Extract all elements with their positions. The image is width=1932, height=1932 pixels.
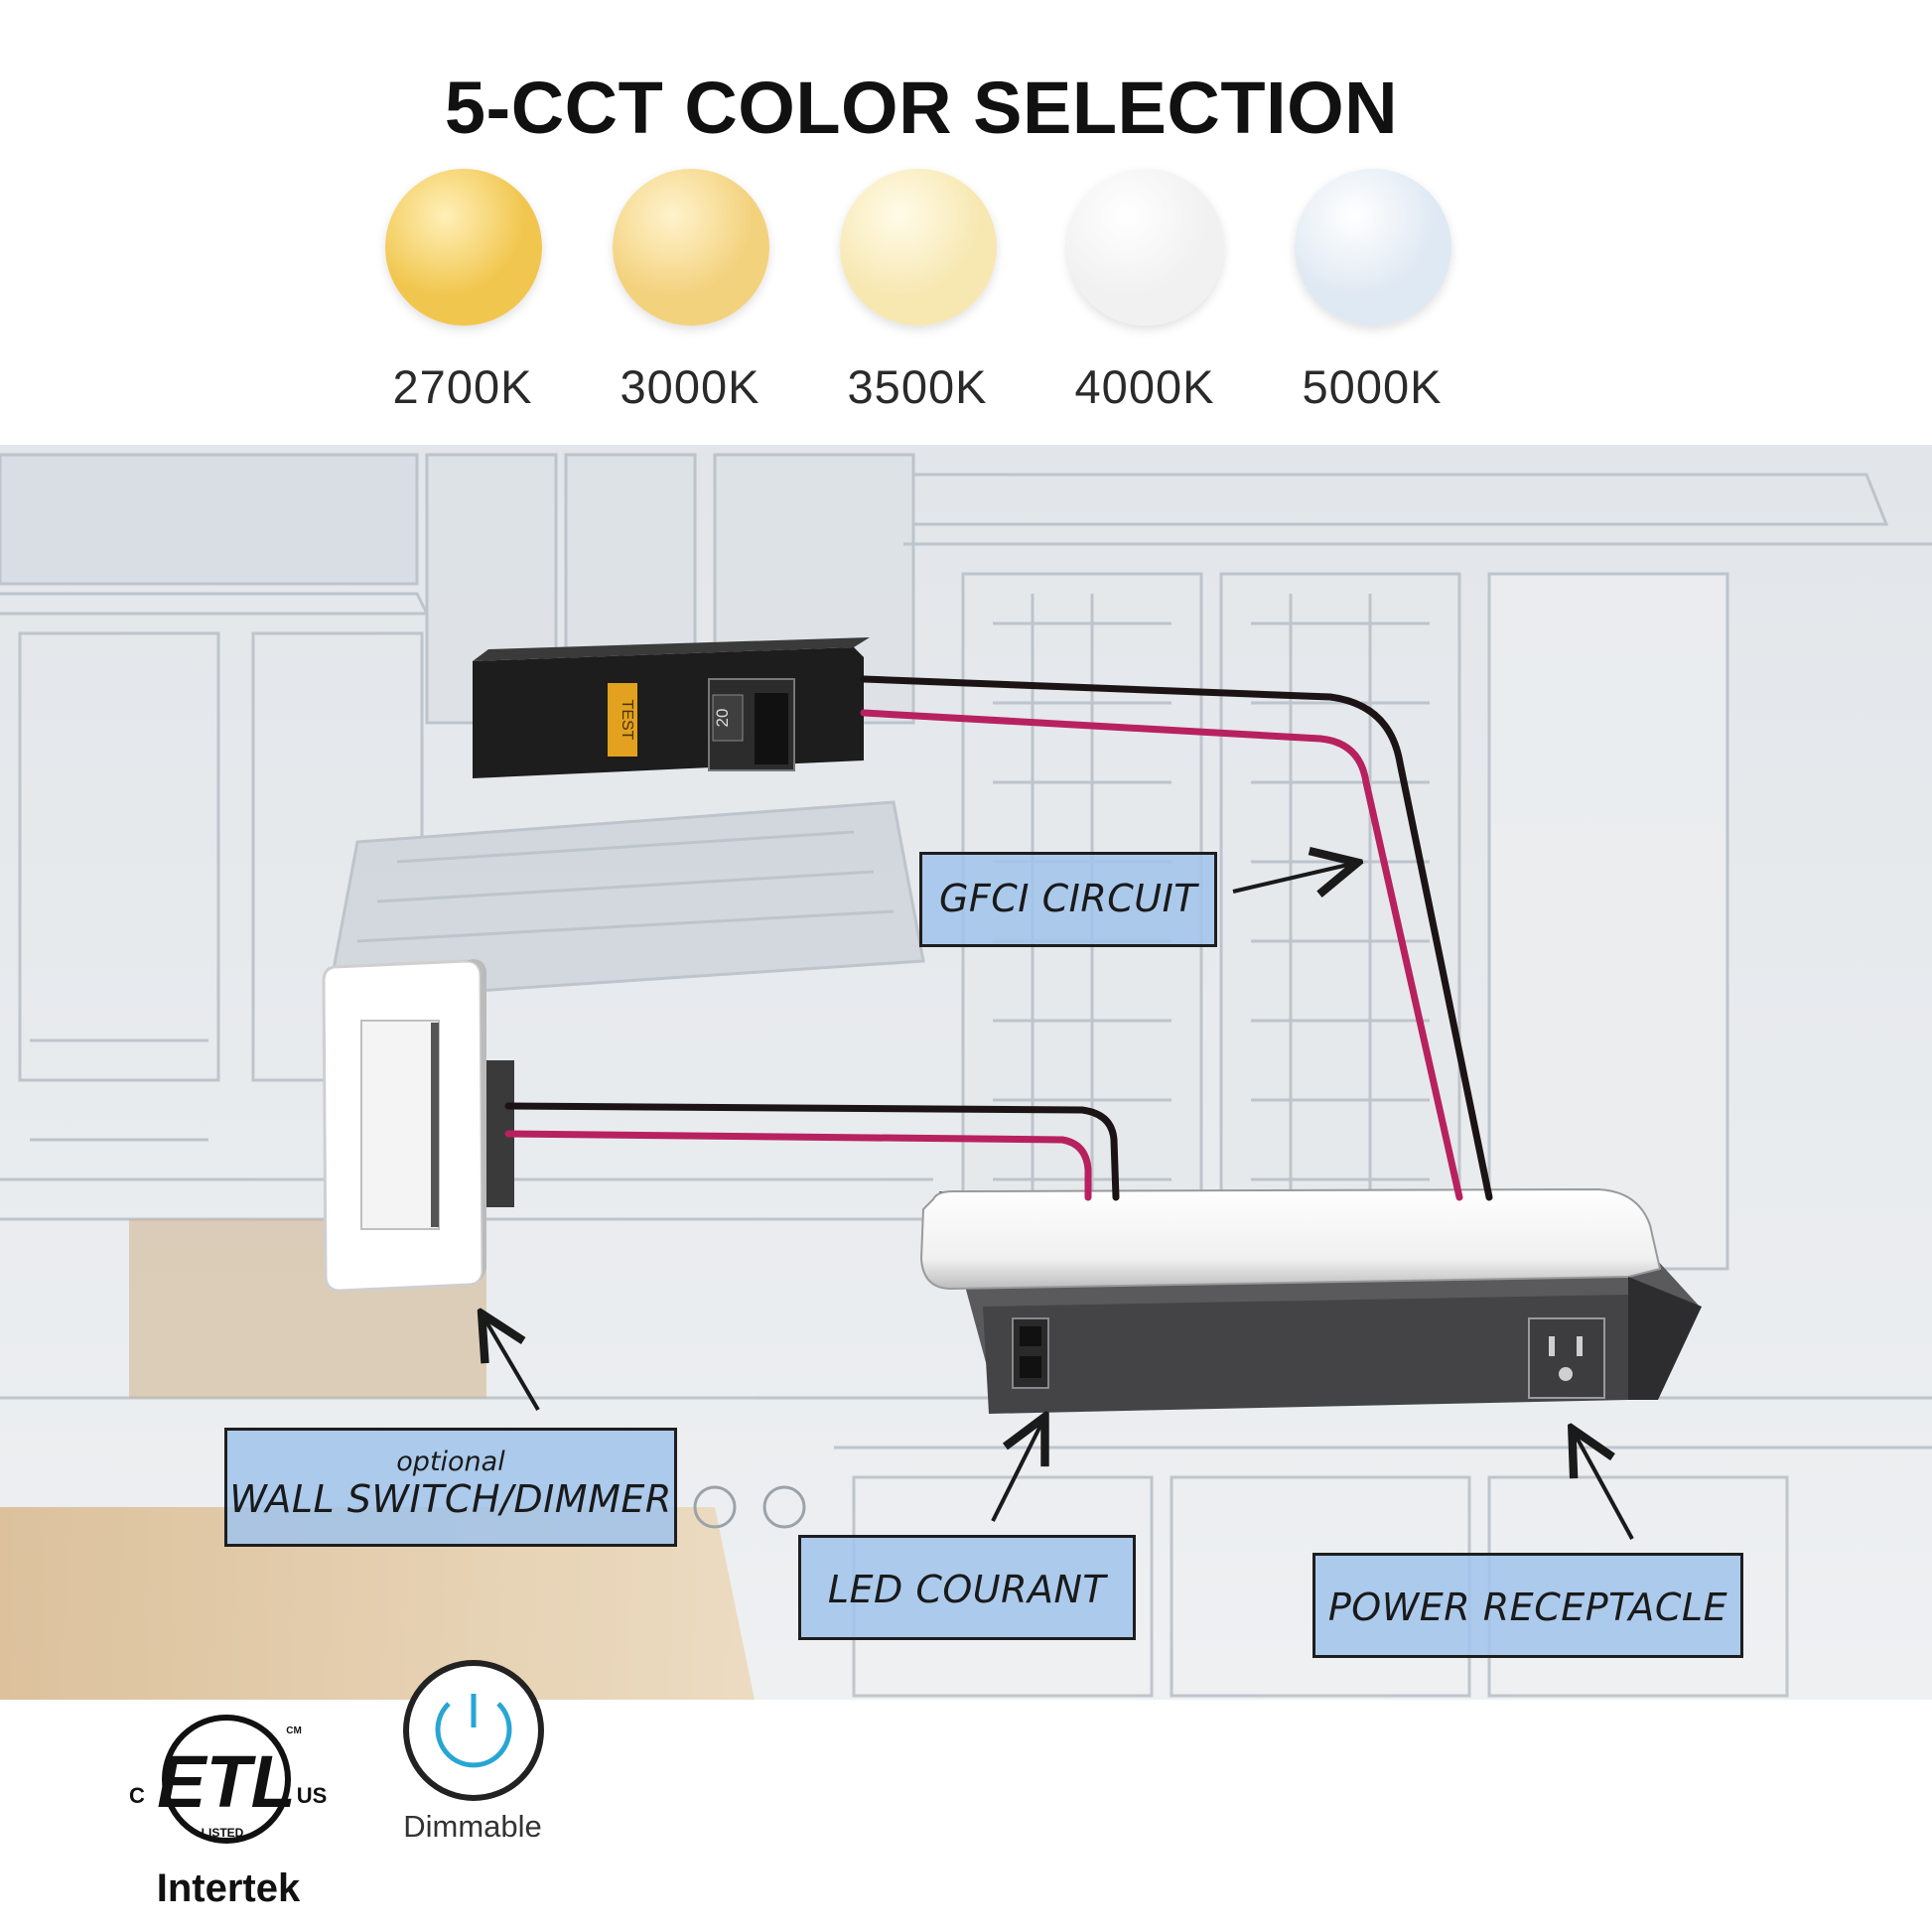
wiring-diagram: TEST 20 [0,445,1932,1700]
cct-label: 4000K [1074,360,1215,413]
led-arrow-icon [991,1422,1042,1522]
power-receptacle-outlet[interactable] [1528,1317,1605,1399]
etl-cm: CM [286,1725,302,1736]
breaker-switch[interactable] [755,693,788,764]
wall-switch[interactable] [322,959,514,1293]
power-receptacle-label: POWER RECEPTACLE [1327,1586,1728,1629]
certification-badges [0,1700,1932,1932]
rating-label: 20 [713,709,732,728]
wall-switch-callout: optional WALL SWITCH/DIMMER [224,1428,677,1547]
gfci-circuit-label: GFCI CIRCUIT [938,877,1198,920]
gfci-circuit-callout: GFCI CIRCUIT [919,852,1217,947]
etl-c: C [129,1783,145,1808]
receptacle-arrow-icon [1575,1434,1634,1540]
etl-listed: LISTED [202,1826,244,1840]
wall-switch-label: WALL SWITCH/DIMMER [229,1477,672,1521]
cct-swatch-icon [385,169,542,326]
countertop [0,1507,755,1700]
test-button[interactable] [608,683,637,757]
cct-label: 2700K [392,360,533,413]
optional-label: optional [396,1447,505,1477]
dimmable-icon [403,1660,544,1801]
etl-listed-logo: ETL LISTED CM C US [129,1715,328,1844]
cct-swatch-icon [613,169,769,326]
gfci-wires [860,675,1493,1201]
cct-label: 5000K [1302,360,1443,413]
gfci-arrow-icon [1232,864,1352,892]
callout-arrows [484,864,1634,1540]
dimmable-label: Dimmable [403,1809,542,1844]
cct-option-3500k[interactable]: 3500K [818,169,1017,427]
cct-selector: 2700K 3000K 3500K 4000K 5000K [0,169,1932,427]
cct-option-2700k[interactable]: 2700K [363,169,562,427]
test-label: TEST [619,700,635,741]
breaker-rating [712,694,744,742]
cct-swatch-icon [840,169,997,326]
cct-label: 3500K [847,360,988,413]
cct-option-3000k[interactable]: 3000K [591,169,789,427]
switch-paddle[interactable] [360,1020,440,1230]
intertek-brand: Intertek [156,1866,301,1910]
etl-us: US [297,1783,328,1808]
etl-mark: ETL [157,1740,296,1823]
cct-label: 3000K [620,360,760,413]
cct-swatch-icon [1067,169,1224,326]
cct-swatch-icon [1295,169,1451,326]
page-title: 5-CCT COLOR SELECTION [444,67,1399,149]
cct-option-4000k[interactable]: 4000K [1045,169,1244,427]
switch-wires [504,1102,1120,1201]
led-courant-label: LED COURANT [827,1568,1107,1611]
cct-option-5000k[interactable]: 5000K [1273,169,1471,427]
led-light-bar [919,1187,1702,1414]
switch-arrow-icon [484,1318,540,1412]
power-receptacle-callout: POWER RECEPTACLE [1312,1553,1743,1658]
gfci-breaker [473,637,870,778]
led-courant-callout: LED COURANT [798,1535,1136,1640]
